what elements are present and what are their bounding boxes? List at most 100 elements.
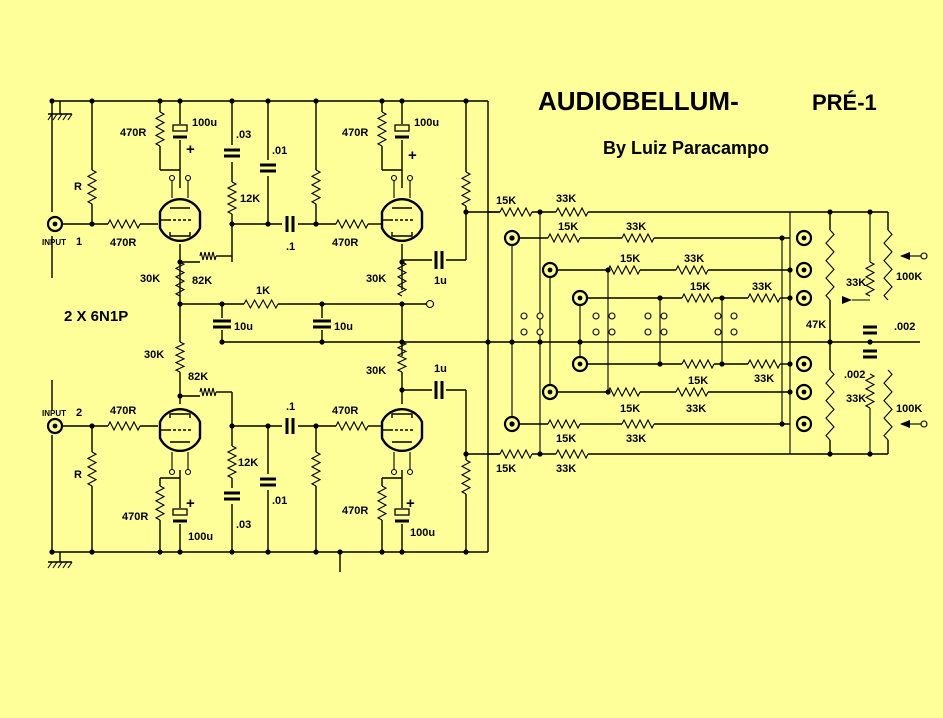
switch-contact-4	[536, 328, 544, 336]
network-row-4-33k-label: 33K	[752, 281, 772, 293]
selector-jack-right-2	[795, 261, 813, 279]
tube-note: 2 X 6N1P	[64, 308, 128, 325]
volume-pot-top-label: 100K	[896, 271, 922, 283]
junction-dot	[719, 295, 725, 301]
input-1-resistor-label: R	[74, 181, 82, 193]
b-plus-terminal	[425, 299, 435, 309]
cathode-resistor-2b-label: 470R	[342, 505, 368, 517]
plate-load-2b	[396, 341, 408, 373]
switch-contact-3	[520, 328, 528, 336]
network-row-4-15k	[681, 292, 715, 304]
plate-load-1a-label: 30K	[140, 273, 160, 285]
network-row-5-15k	[681, 358, 715, 370]
coupling-cap-top	[285, 216, 295, 232]
junction-dot	[219, 301, 225, 307]
junction-dot	[379, 98, 385, 104]
network-row-2-33k-label: 33K	[626, 221, 646, 233]
switch-contact-11	[644, 328, 652, 336]
junction-dot	[319, 301, 325, 307]
volume-pot-bottom-label: 100K	[896, 403, 922, 415]
output-cap-top-label: 1u	[434, 275, 447, 287]
bypass-cap-top-03-label: .03	[236, 129, 251, 141]
junction-dot	[177, 259, 183, 265]
tone-cap-002-bottom	[863, 349, 877, 359]
junction-dot	[265, 549, 271, 555]
junction-dot	[337, 549, 343, 555]
feedback-resistor-top-label: 82K	[192, 275, 212, 287]
cathode-resistor-1b-label: 470R	[342, 127, 368, 139]
output-load-bottom	[460, 459, 472, 495]
cathode-cap-2a-label: 100u	[188, 531, 213, 543]
junction-dot	[313, 98, 319, 104]
junction-dot	[229, 221, 235, 227]
network-row-5-33k-label: 33K	[754, 373, 774, 385]
network-row-6-15k	[607, 386, 641, 398]
junction-dot	[509, 421, 515, 427]
selector-jack-left-2	[541, 261, 559, 279]
bypass-cap-top-01-label: .01	[272, 145, 287, 157]
bypass-cap-bottom-01-label: .01	[272, 495, 287, 507]
network-row-2-15k-label: 15K	[558, 221, 578, 233]
tube-stage-1a	[158, 174, 202, 242]
schematic-title: AUDIOBELLUM-	[538, 86, 739, 116]
junction-dot	[177, 393, 183, 399]
pot-wiper-47k	[842, 296, 852, 304]
junction-dot	[463, 549, 469, 555]
input-1-label: INPUT	[42, 238, 66, 247]
input-2-label: INPUT	[42, 409, 66, 418]
grid-stopper-1	[107, 218, 141, 230]
network-row-6-33k	[675, 386, 709, 398]
tube-stage-1b	[380, 174, 424, 242]
junction-dot	[49, 549, 55, 555]
tube-stage-2b	[380, 408, 424, 476]
junction-dot	[787, 267, 793, 273]
switch-contact-8	[608, 328, 616, 336]
network-row-8-33k-label: 33K	[556, 463, 576, 475]
junction-dot	[657, 295, 663, 301]
bypass-cap-bottom-03	[224, 491, 240, 501]
junction-dot	[867, 451, 873, 457]
feedback-resistor-bottom-label: 82K	[188, 371, 208, 383]
plate-resistor-top-12k	[226, 181, 238, 215]
input-1-number: 1	[76, 236, 82, 248]
network-row-6-33k-label: 33K	[686, 403, 706, 415]
junction-dot	[89, 221, 95, 227]
grid-leak-top	[310, 169, 322, 205]
decoupling-resistor-1k-label: 1K	[256, 285, 270, 297]
network-row-3-33k	[675, 264, 709, 276]
junction-dot	[229, 98, 235, 104]
network-row-7-15k-label: 15K	[556, 433, 576, 445]
network-row-2-15k	[547, 232, 581, 244]
output-terminal-top	[920, 252, 928, 260]
input-2-resistor-label: R	[74, 469, 82, 481]
junction-dot	[657, 361, 663, 367]
plate-resistor-top-12k-label: 12K	[240, 193, 260, 205]
junction-dot	[537, 339, 543, 345]
junction-dot	[219, 339, 225, 345]
junction-dot	[399, 301, 405, 307]
junction-dot	[399, 339, 405, 345]
bypass-cap-bottom-03-label: .03	[236, 519, 251, 531]
junction-dot	[827, 451, 833, 457]
cathode-cap-1b-label: 100u	[414, 117, 439, 129]
selector-jack-right-5	[795, 383, 813, 401]
junction-dot	[867, 339, 873, 345]
cap-polarity-1b: +	[408, 147, 417, 164]
grid-leak-bottom	[310, 451, 322, 487]
tone-resistor-33k-bottom-label: 33K	[846, 393, 866, 405]
network-row-8-15k	[499, 448, 533, 460]
junction-dot	[157, 98, 163, 104]
selector-jack-right-6	[795, 415, 813, 433]
junction-dot	[89, 98, 95, 104]
junction-dot	[787, 361, 793, 367]
junction-dot	[509, 339, 515, 345]
cathode-resistor-2a	[154, 485, 166, 521]
network-row-4-15k-label: 15K	[690, 281, 710, 293]
plate-load-2a	[174, 341, 186, 373]
switch-contact-12	[660, 328, 668, 336]
decoupling-cap-2-label: 10u	[334, 321, 353, 333]
output-cap-top	[434, 251, 444, 269]
cathode-cap-2b	[394, 508, 410, 523]
junction-dot	[319, 339, 325, 345]
